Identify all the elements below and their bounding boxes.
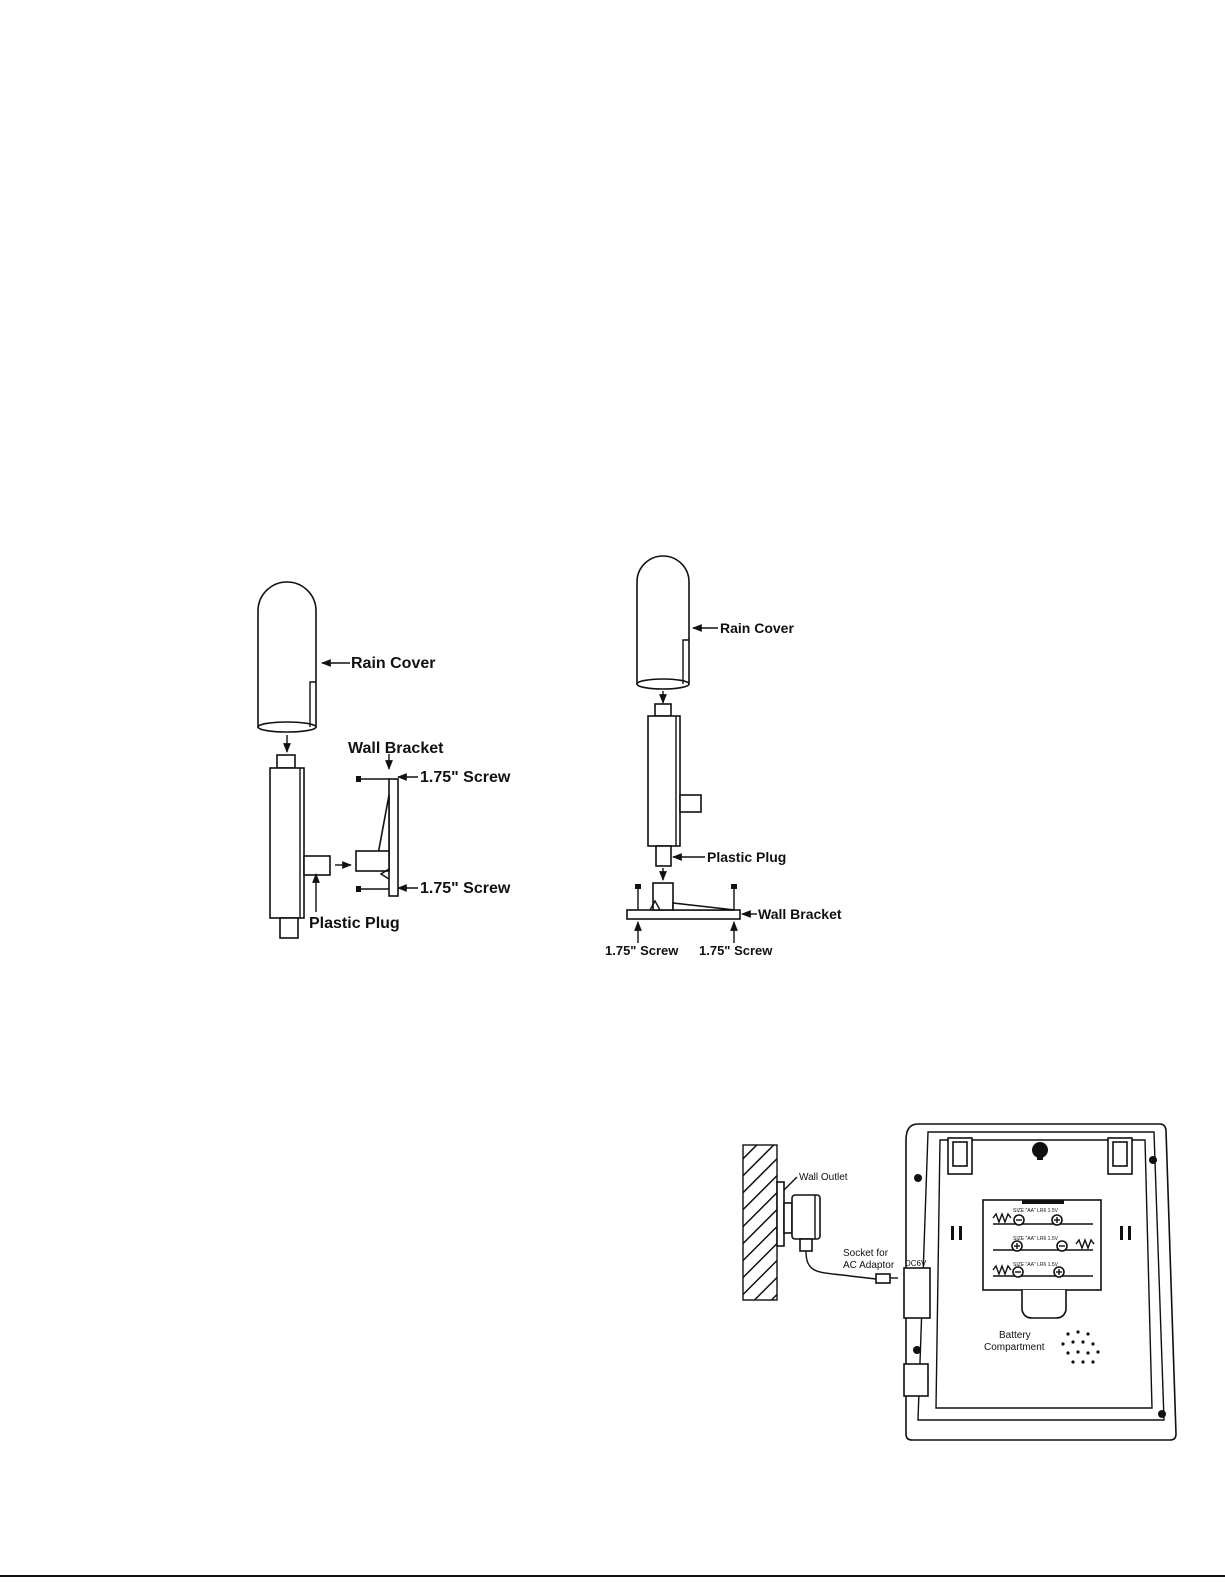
label-socket-line2: AC Adaptor: [843, 1260, 895, 1271]
label-dc6v: DC6V: [905, 1259, 927, 1268]
battery-size-text-3: SIZE "AA" LR6 1.5V: [1013, 1262, 1059, 1268]
label-screw-left: 1.75" Screw: [605, 943, 679, 958]
label-plastic-plug-2: Plastic Plug: [707, 849, 786, 865]
wall-hatched: [743, 1145, 777, 1300]
screw-bottom-part: [356, 886, 389, 892]
screw-right-part: [731, 884, 737, 910]
label-screw-top: 1.75" Screw: [420, 769, 511, 786]
battery-size-text-2: SIZE "AA" LR6 1.5V: [1013, 1236, 1059, 1242]
sensor-body-part: [270, 755, 330, 938]
label-battery-line2: Compartment: [984, 1342, 1045, 1353]
battery-size-text-1: SIZE "AA" LR6 1.5V: [1013, 1208, 1059, 1214]
label-wall-outlet: Wall Outlet: [799, 1172, 848, 1183]
wall-bracket-flat-part: [627, 883, 740, 919]
label-wall-bracket-2: Wall Bracket: [758, 906, 842, 922]
leader-wall-outlet: [784, 1177, 797, 1190]
wall-outlet-plate: [777, 1182, 784, 1246]
screw-left-part: [635, 884, 641, 910]
label-screw-bottom: 1.75" Screw: [420, 880, 511, 897]
label-battery-line1: Battery: [999, 1330, 1031, 1341]
base-unit-back: [904, 1124, 1176, 1440]
label-screw-right: 1.75" Screw: [699, 943, 773, 958]
rain-cover-part-2: [637, 556, 689, 689]
figure-wall-mount-side: Rain Cover Wall Bracket 1.75" Screw 1.75…: [258, 582, 511, 938]
screw-top-part: [356, 776, 389, 782]
figure-ac-adaptor: Wall Outlet Socket for AC Adaptor DC6V B…: [743, 1124, 1176, 1440]
figure-flat-mount: Rain Cover Plastic Plug Wall Bracket 1.7…: [605, 556, 842, 958]
wall-bracket-side-part: [356, 779, 398, 896]
label-plastic-plug: Plastic Plug: [309, 915, 400, 932]
sensor-body-part-2: [648, 704, 701, 866]
rain-cover-part: [258, 582, 316, 732]
bottom-rule: [0, 1575, 1225, 1577]
label-socket-line1: Socket for: [843, 1248, 889, 1259]
label-wall-bracket: Wall Bracket: [348, 740, 444, 757]
label-rain-cover: Rain Cover: [351, 655, 435, 672]
label-rain-cover-2: Rain Cover: [720, 620, 794, 636]
